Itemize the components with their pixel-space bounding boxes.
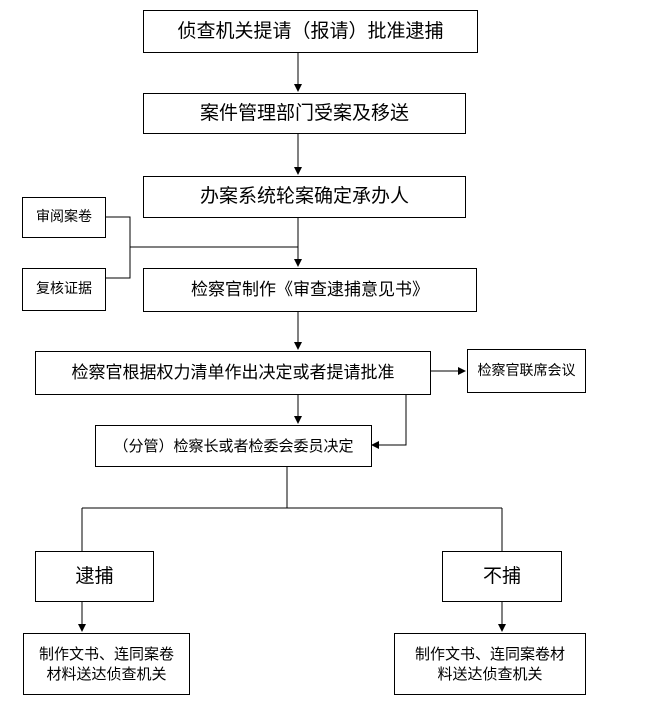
verify-evidence-box: 复核证据 — [22, 268, 106, 311]
arrow-step5-loop-step6 — [371, 395, 407, 449]
step-assign-handler: 办案系统轮案确定承办人 — [143, 176, 466, 218]
step-case-management: 案件管理部门受案及移送 — [143, 93, 466, 134]
decision-arrest: 逮捕 — [35, 551, 154, 602]
step-submit-approval: 侦查机关提请（报请）批准逮捕 — [143, 10, 478, 53]
step-review-opinion: 检察官制作《审查逮捕意见书》 — [143, 268, 477, 312]
joint-meeting-box: 检察官联席会议 — [467, 349, 586, 393]
review-file-box: 审阅案卷 — [22, 197, 106, 238]
no-arrest-result-box: 制作文书、连同案卷材料送达侦查机关 — [394, 633, 586, 695]
arrest-result-box: 制作文书、连同案卷材料送达侦查机关 — [23, 633, 190, 695]
step-prosecutor-decision: 检察官根据权力清单作出决定或者提请批准 — [35, 351, 431, 395]
decision-no-arrest: 不捕 — [442, 551, 562, 602]
bracket-review-verify — [106, 216, 131, 279]
step-chief-decision: （分管）检察长或者检委会委员决定 — [95, 425, 372, 467]
